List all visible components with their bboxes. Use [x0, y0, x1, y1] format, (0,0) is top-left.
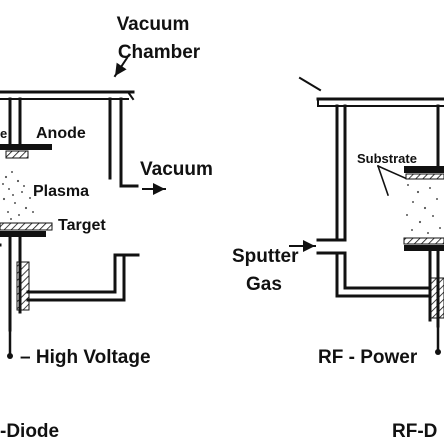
- anode-label: Anode: [36, 125, 86, 142]
- substrate-label: Substrate: [357, 151, 417, 166]
- anode-electrode: [0, 97, 52, 159]
- rf-target-electrode: [403, 237, 444, 328]
- dc-diode-caption: -Diode: [0, 421, 59, 442]
- rf-target-insulator: [429, 277, 444, 319]
- high-voltage-lead: [7, 328, 13, 359]
- rf-substrate-holder: [404, 104, 444, 180]
- substrate-plate: [404, 166, 444, 173]
- target-insulator: [16, 261, 30, 311]
- target-hatched: [0, 222, 53, 231]
- vacuum-chamber-label-line1: Vacuum: [117, 14, 190, 35]
- plasma-cloud-left: [2, 171, 34, 220]
- vacuum-chamber-label-line2: Chamber: [118, 42, 201, 63]
- substrate-pointer-2: [376, 164, 390, 197]
- rf-power-lead: [435, 324, 441, 355]
- rf-power-label: RF - Power: [318, 347, 418, 368]
- anode-plate: [0, 144, 52, 150]
- rf-target-plate: [404, 245, 444, 251]
- rf-chamber-left-wall: [316, 104, 347, 242]
- vacuum-chamber-pointer: [113, 56, 129, 78]
- rf-diode-caption: RF-D: [392, 421, 437, 442]
- target-electrode: [0, 222, 53, 332]
- rf-chamber-top-plate: [316, 97, 444, 107]
- rf-top-pointer: [298, 76, 322, 92]
- dc-diode-system: [0, 56, 166, 359]
- high-voltage-label: – High Voltage: [20, 347, 151, 368]
- rf-chamber-lower-wall: [316, 251, 432, 298]
- plasma-label: Plasma: [33, 183, 89, 200]
- target-plate: [0, 231, 46, 237]
- rf-diode-system: [289, 76, 444, 355]
- sputter-gas-label-line1: Sputter: [232, 246, 299, 267]
- anode-substrate: [5, 150, 29, 159]
- sputter-gas-label-line2: Gas: [246, 274, 282, 295]
- vacuum-label: Vacuum: [140, 159, 213, 180]
- substrate-pointer: [376, 164, 407, 180]
- plasma-cloud-right: [406, 184, 441, 234]
- substrate-sample: [405, 173, 444, 180]
- chamber-right-wall: [108, 97, 139, 188]
- partial-label-left: e: [0, 126, 7, 141]
- rf-target-hatched: [403, 237, 444, 245]
- chamber-lower-wall: [0, 243, 140, 302]
- target-label: Target: [58, 217, 106, 234]
